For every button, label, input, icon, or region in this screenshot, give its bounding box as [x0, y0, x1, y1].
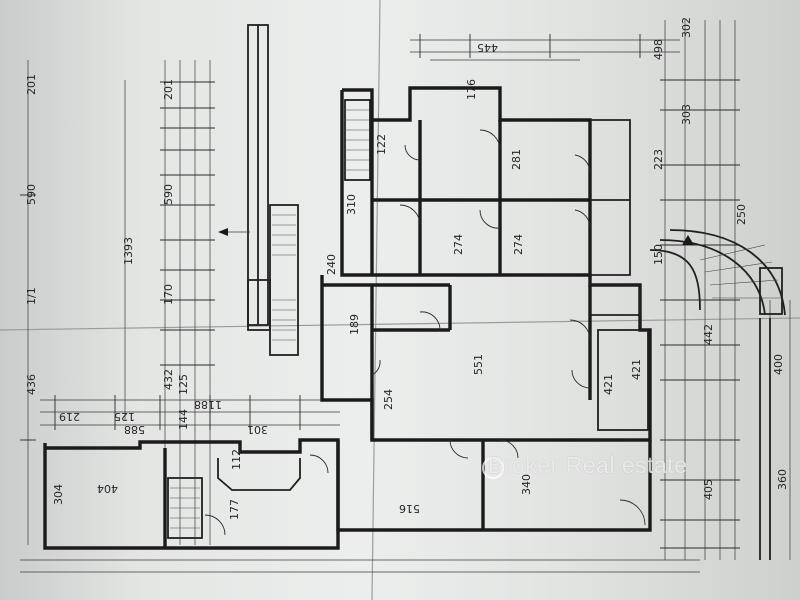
dim-label: 177: [228, 499, 241, 520]
dim-label: 144: [177, 409, 190, 430]
dim-label: 442: [702, 324, 715, 345]
dim-label: 432: [162, 369, 175, 390]
dimension-chain-left: [20, 60, 215, 545]
dim-label: 301: [247, 423, 268, 436]
dim-label: 1393: [122, 237, 135, 265]
dimension-chain-top: [410, 34, 680, 61]
dimension-labels: 590 201 436 1/1 1393 590 201 432 170 144…: [25, 17, 789, 520]
dim-label: 436: [25, 374, 38, 395]
dim-label: 304: [52, 484, 65, 505]
dim-label: 170: [162, 284, 175, 305]
dim-label: 176: [465, 79, 478, 100]
section-markers: [218, 228, 694, 245]
dim-label: 498: [652, 39, 665, 60]
middle-rooms-block: [320, 275, 652, 442]
dim-label: 404: [97, 482, 118, 495]
dim-label: 223: [652, 149, 665, 170]
external-stair: [649, 229, 786, 560]
lower-left-wing: [43, 438, 340, 550]
dim-label: 254: [382, 389, 395, 410]
watermark-logo-icon: [482, 457, 504, 479]
dim-label: 421: [630, 359, 643, 380]
dim-label: 201: [25, 74, 38, 95]
dim-label: 112: [230, 449, 243, 470]
dim-label: 150: [652, 244, 665, 265]
dim-label: 274: [452, 234, 465, 255]
upper-rooms-block: [340, 86, 631, 277]
dim-label: 588: [124, 423, 145, 436]
dim-label: 303: [680, 104, 693, 125]
dim-label: 400: [772, 354, 785, 375]
dim-label: 340: [520, 474, 533, 495]
dim-label: 516: [399, 502, 420, 515]
dim-label: 590: [25, 184, 38, 205]
watermark-text: Broker Real estate: [488, 452, 688, 478]
dim-label: 250: [735, 204, 748, 225]
dim-label: 125: [177, 374, 190, 395]
dim-label: 122: [375, 134, 388, 155]
dim-label: 551: [472, 354, 485, 375]
paper-fold-line: [0, 317, 800, 331]
dim-label: 310: [345, 194, 358, 215]
dim-label: 590: [162, 184, 175, 205]
dim-label: 405: [702, 479, 715, 500]
dim-label: 240: [325, 254, 338, 275]
dim-label: 445: [477, 41, 498, 54]
dim-label: 274: [512, 234, 525, 255]
dim-label: 125: [114, 410, 135, 423]
dimension-chain-horizontal: [20, 395, 700, 573]
dim-label: 421: [602, 374, 615, 395]
dim-label: 1/1: [25, 287, 38, 305]
dim-label: 201: [162, 79, 175, 100]
dim-label: 302: [680, 17, 693, 38]
terrace-strip: [247, 24, 299, 356]
dimension-chain-right: [660, 20, 791, 560]
paper-fold-line: [371, 0, 381, 600]
dim-label: 360: [776, 469, 789, 490]
dim-label: 1188: [194, 398, 222, 411]
dim-label: 281: [510, 149, 523, 170]
dim-label: 189: [348, 314, 361, 335]
dim-label: 219: [59, 410, 80, 423]
